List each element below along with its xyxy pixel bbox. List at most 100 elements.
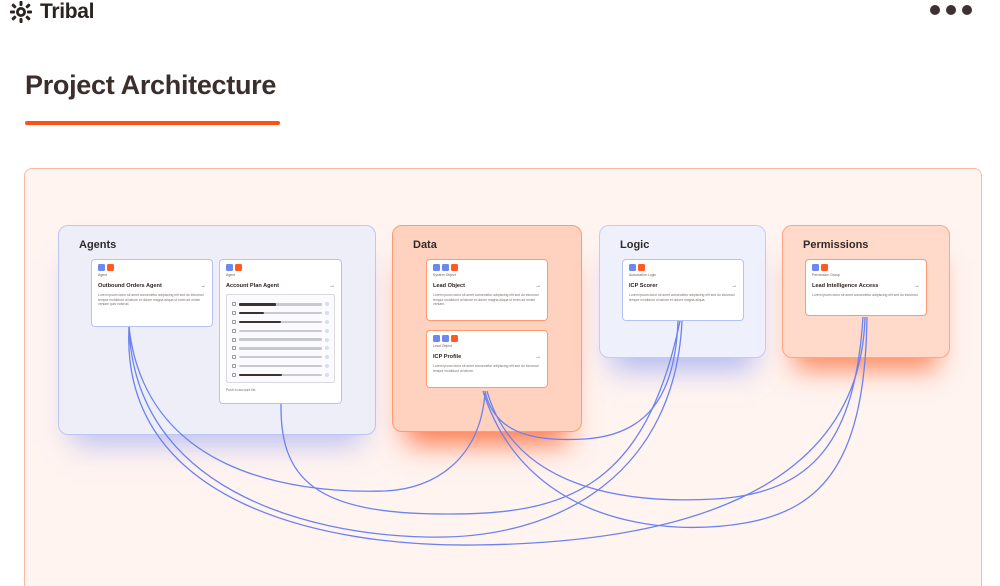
group-label: Data [413,239,437,251]
node-account-plan-agent[interactable]: Agent Account Plan Agent → Push to accou… [219,259,342,404]
progress-fill [239,303,277,306]
brand-name: Tribal [40,0,95,23]
arrow-right-icon[interactable]: → [535,283,541,289]
type-badge-icon [451,335,458,342]
node-title: ICP Profile [433,354,462,360]
progress-track [239,364,322,368]
checklist-row[interactable] [232,362,329,371]
checkbox-icon[interactable] [232,337,236,342]
progress-track [239,373,322,376]
status-dot-icon [325,337,329,342]
checklist-row[interactable] [232,326,329,335]
sun-gear-logo-icon [10,1,32,23]
group-label: Permissions [803,239,869,251]
checklist-row[interactable] [232,353,329,362]
node-lead-object[interactable]: System Object Lead Object → Lorem ipsum … [426,259,548,321]
node-description: Lorem ipsum dolor sit amet consectetur a… [433,364,539,373]
type-badge-icon [442,264,449,271]
architecture-canvas[interactable]: Agents Data Logic Permissions Agent Outb… [24,168,982,586]
node-kind: Lead Object [433,344,452,348]
checkbox-icon[interactable] [232,363,236,368]
checklist-row[interactable] [232,335,329,344]
node-kind: System Object [433,273,456,277]
node-description: Lorem ipsum dolor sit amet consectetur a… [433,293,539,307]
checklist-row[interactable] [232,309,329,318]
checkbox-icon[interactable] [232,311,236,316]
more-options-button[interactable] [930,2,986,18]
progress-track [239,355,322,359]
checkbox-icon[interactable] [232,346,236,351]
node-kind: Automation Logic [629,273,657,277]
node-badges [98,264,206,271]
node-description: Lorem ipsum dolor sit amet consectetur a… [98,293,204,307]
arrow-right-icon[interactable]: → [329,283,335,289]
status-dot-icon [325,328,329,333]
node-icp-profile[interactable]: Lead Object ICP Profile → Lorem ipsum do… [426,330,548,388]
more-horizontal-icon [930,5,940,15]
node-icp-scorer[interactable]: Automation Logic ICP Scorer → Lorem ipsu… [622,259,744,321]
node-description: Lorem ipsum dolor sit amet consectetur a… [629,293,735,302]
node-footer: Push to account list [226,388,256,393]
node-badges [812,264,920,271]
node-lead-intelligence-access[interactable]: Permission Group Lead Intelligence Acces… [805,259,927,316]
progress-track [239,329,322,332]
group-data[interactable]: Data [392,225,582,432]
more-horizontal-icon [962,5,972,15]
checkbox-icon[interactable] [232,372,236,377]
group-label: Agents [79,239,117,251]
type-badge-icon [433,335,440,342]
status-dot-icon [325,363,329,368]
status-dot-icon [325,319,329,324]
status-dot-icon [325,302,329,307]
brand[interactable]: Tribal [8,0,95,24]
more-horizontal-icon [946,5,956,15]
type-badge-icon [433,264,440,271]
status-dot-icon [325,372,329,377]
arrow-right-icon[interactable]: → [914,283,920,289]
arrow-right-icon[interactable]: → [535,354,541,360]
node-title: Lead Intelligence Access [812,283,879,289]
node-badges [226,264,335,271]
node-kind: Agent [226,273,236,277]
progress-track [239,320,322,324]
group-label: Logic [620,239,650,251]
node-title: Outbound Orders Agent [98,283,162,289]
page-title: Project Architecture [25,70,277,100]
arrow-right-icon[interactable]: → [200,283,206,289]
progress-track [239,312,322,315]
title-underline [25,121,280,125]
checklist-row[interactable] [232,300,329,309]
checklist-row[interactable] [232,370,329,379]
arrow-right-icon[interactable]: → [731,283,737,289]
type-badge-icon [451,264,458,271]
node-outbound-orders-agent[interactable]: Agent Outbound Orders Agent → Lorem ipsu… [91,259,213,327]
node-badges [433,264,541,271]
type-badge-icon [812,264,819,271]
node-kind: Permission Group [812,273,841,277]
type-badge-icon [821,264,828,271]
progress-fill [239,312,264,315]
progress-fill [239,320,281,324]
progress-track [239,303,322,306]
status-dot-icon [325,355,329,360]
type-badge-icon [442,335,449,342]
checkbox-icon[interactable] [232,328,236,333]
progress-track [239,338,322,341]
type-badge-icon [226,264,233,271]
node-badges [433,335,541,342]
type-badge-icon [98,264,105,271]
node-description: Lorem ipsum dolor sit amet consectetur a… [812,293,919,297]
node-badges [629,264,737,271]
node-title: ICP Scorer [629,283,658,289]
checkbox-icon[interactable] [232,355,236,360]
checkbox-icon[interactable] [232,302,236,307]
status-dot-icon [325,311,329,316]
progress-fill [239,373,283,376]
checklist-row[interactable] [232,318,329,327]
node-title: Account Plan Agent [226,283,279,289]
node-kind: Agent [98,273,108,277]
checklist-row[interactable] [232,344,329,353]
type-badge-icon [107,264,114,271]
checkbox-icon[interactable] [232,319,236,324]
